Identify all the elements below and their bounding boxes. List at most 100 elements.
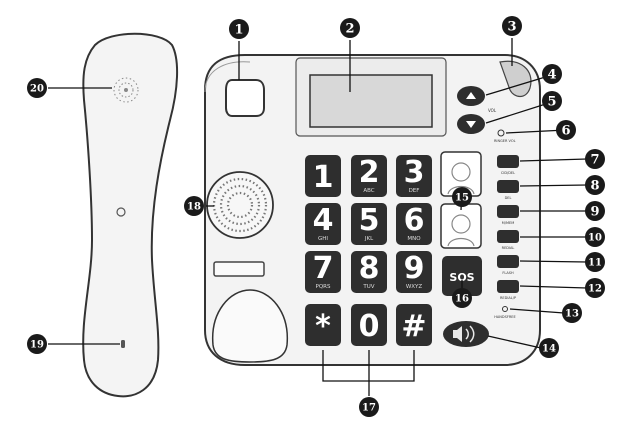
callout-circle: [585, 227, 605, 247]
callout-circle: [585, 175, 605, 195]
callout-16: 16: [452, 288, 472, 308]
callout-6: 6: [556, 120, 576, 140]
callout-10: 10: [585, 227, 605, 247]
callout-number: 1: [234, 23, 243, 38]
handset-hole-icon: [116, 207, 126, 217]
key-face: [351, 251, 387, 293]
callout-15: 15: [452, 187, 472, 207]
key-digit: #: [401, 309, 426, 344]
card-slot: [213, 261, 265, 277]
callout-number: 4: [547, 68, 556, 83]
earpiece-icon: [113, 77, 139, 103]
callout-circle: [585, 278, 605, 298]
leader-6: [505, 129, 567, 134]
function-label-flash: FLASH: [502, 271, 514, 275]
key-digit: 4: [313, 203, 334, 238]
key-1: 1: [305, 155, 341, 197]
callout-number: 7: [590, 153, 599, 168]
callout-number: 20: [30, 84, 44, 95]
key-face: [305, 251, 341, 293]
key-face: [351, 155, 387, 197]
callout-number: 14: [542, 344, 556, 355]
leader-13: [509, 308, 565, 314]
key-digit: 9: [404, 251, 425, 286]
callout-11: 11: [585, 252, 605, 272]
callout-circle: [542, 91, 562, 111]
callout-circle: [359, 397, 379, 417]
key-letters: GHI: [318, 236, 328, 242]
callout-20: 20: [27, 78, 47, 98]
callout-circle: [184, 196, 204, 216]
callout-14: 14: [539, 338, 559, 358]
key-face: [396, 251, 432, 293]
callout-number: 9: [590, 205, 599, 220]
key-face: [396, 155, 432, 197]
callout-13: 13: [562, 303, 582, 323]
function-label-redial-p: REDIAL/P: [500, 296, 516, 300]
key-letters: DEF: [409, 188, 420, 194]
callout-circle: [562, 303, 582, 323]
function-button-cid: [497, 155, 519, 168]
key-face: [351, 304, 387, 346]
key-letters: TUV: [362, 284, 374, 290]
callout-circle: [539, 338, 559, 358]
vol-label: VOL: [488, 108, 497, 113]
photo-memory-button-1: [440, 151, 482, 197]
key-digit: *: [315, 309, 331, 344]
key-digit: 7: [313, 251, 334, 286]
key-digit: 2: [359, 155, 380, 190]
callout-number: 3: [507, 20, 516, 35]
lcd-screen: [309, 74, 433, 128]
function-label-cid: CID/DEL: [501, 171, 515, 175]
callout-17: 17: [359, 397, 379, 417]
key-digit: 0: [359, 309, 380, 344]
callout-number: 15: [455, 193, 469, 204]
key-0: 0: [351, 304, 387, 346]
callout-circle: [502, 16, 522, 36]
function-buttons: CID/DEL DEL M/MEM REDIAL FLASH REDIAL/P: [497, 155, 519, 300]
callout-circle: [585, 252, 605, 272]
key-digit: 1: [313, 160, 334, 195]
callout-circle: [340, 18, 360, 38]
key-hash: #: [396, 304, 432, 346]
callout-circle: [542, 64, 562, 84]
leader-12: [519, 285, 588, 289]
callout-1: 1: [229, 19, 249, 39]
ringer-label: RINGER VOL: [494, 139, 516, 143]
callout-2: 2: [340, 18, 360, 38]
callout-circle: [27, 334, 47, 354]
callout-circle: [452, 288, 472, 308]
leader-11: [519, 260, 588, 263]
callout-9: 9: [585, 201, 605, 221]
handsfree-label: HANDSFREE: [494, 315, 515, 319]
callout-12: 12: [585, 278, 605, 298]
callout-18: 18: [184, 196, 204, 216]
function-label-del: DEL: [505, 196, 512, 200]
key-face: [305, 203, 341, 245]
ringer-switch: [497, 129, 505, 137]
leader-14: [487, 335, 542, 349]
function-label-mem: M/MEM: [502, 221, 514, 225]
key-letters: WXYZ: [406, 284, 423, 290]
key-face: [351, 203, 387, 245]
leader-8: [519, 184, 588, 187]
key-letters: PQRS: [316, 284, 331, 290]
callout-number: 12: [588, 284, 602, 295]
call-indicator-lamp: [499, 60, 532, 98]
speaker-volume-icon: [453, 325, 475, 343]
function-button-del: [497, 180, 519, 193]
key-face: [396, 304, 432, 346]
function-label-redial: REDIAL: [502, 246, 515, 250]
handset-body: [82, 32, 179, 398]
callout-7: 7: [585, 149, 605, 169]
callout-circle: [229, 19, 249, 39]
callout-number: 5: [547, 95, 556, 110]
function-button-redial-p: [497, 280, 519, 293]
